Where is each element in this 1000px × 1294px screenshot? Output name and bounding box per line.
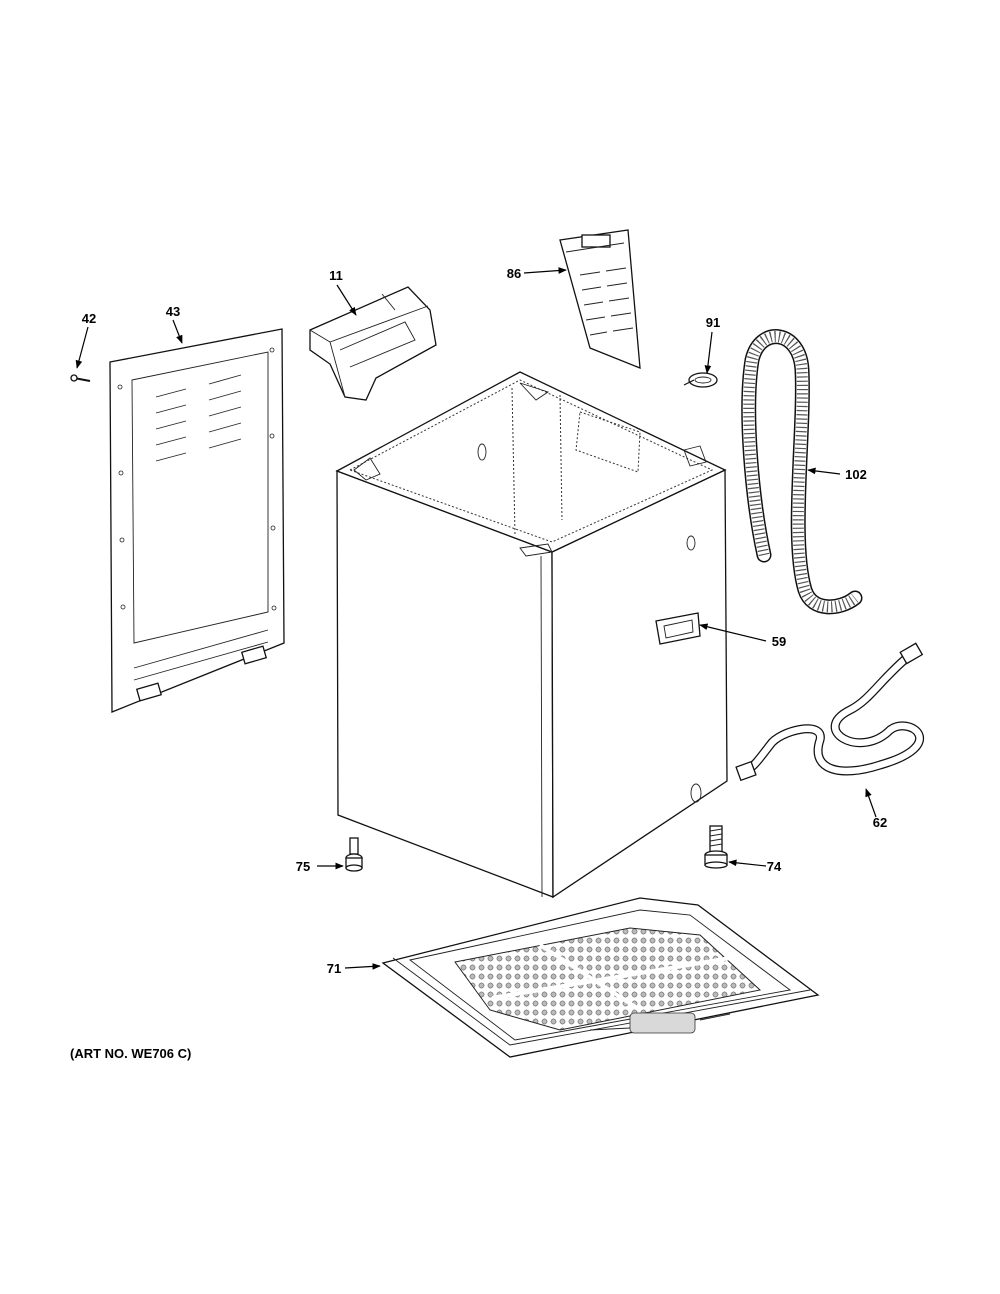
dispenser-drawer-part-11: [309, 286, 437, 401]
callout-62: 62: [873, 815, 887, 830]
rear-panel-part-43: [109, 328, 285, 713]
filter-cover-part-86: [559, 229, 641, 369]
cabinet-part-59: [335, 371, 728, 899]
base-part-71: [381, 897, 820, 1058]
leader-lines: [75, 267, 877, 970]
callout-71: 71: [327, 961, 341, 976]
screw-part-42: [70, 374, 91, 382]
art-number: (ART NO. WE706 C): [70, 1046, 191, 1061]
callout-86: 86: [507, 266, 521, 281]
callout-11: 11: [329, 268, 343, 283]
callout-59: 59: [772, 634, 786, 649]
hose-clamp-part-91: [683, 372, 718, 388]
callout-75: 75: [296, 859, 310, 874]
callout-42: 42: [82, 311, 96, 326]
inlet-hose-part-62: [735, 642, 924, 782]
callout-74: 74: [767, 859, 782, 874]
callout-102: 102: [845, 467, 867, 482]
drain-hose-part-102: [741, 329, 863, 615]
leg-part-74: [704, 825, 728, 869]
callout-43: 43: [166, 304, 180, 319]
callout-91: 91: [706, 315, 720, 330]
leg-part-75: [345, 837, 363, 872]
